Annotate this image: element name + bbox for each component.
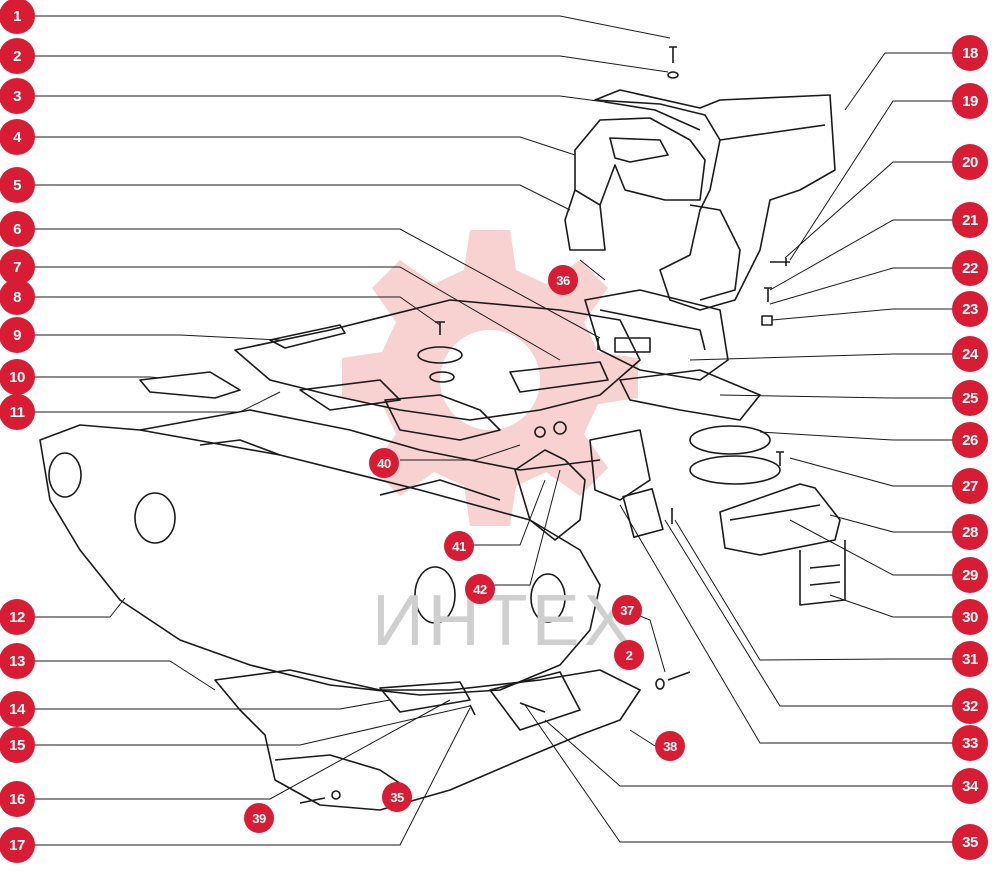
callout-25[interactable]: 25 <box>952 380 988 416</box>
callout-6[interactable]: 6 <box>0 211 35 247</box>
callout-21[interactable]: 21 <box>952 202 988 238</box>
callout-3[interactable]: 3 <box>0 78 35 114</box>
deck-plate-part <box>139 299 641 441</box>
callout-17[interactable]: 17 <box>0 827 35 863</box>
callout-14[interactable]: 14 <box>0 691 35 727</box>
bolts-part <box>299 46 790 804</box>
callout-41[interactable]: 41 <box>444 531 474 561</box>
callout-32[interactable]: 32 <box>952 688 988 724</box>
callout-39[interactable]: 39 <box>244 803 274 833</box>
callout-34[interactable]: 34 <box>952 768 988 804</box>
leader-lines <box>28 15 970 846</box>
callout-33[interactable]: 33 <box>952 725 988 761</box>
callout-23[interactable]: 23 <box>952 291 988 327</box>
callout-5[interactable]: 5 <box>0 167 35 203</box>
callout-40[interactable]: 40 <box>369 448 399 478</box>
watermark-text: ИНТЕХ <box>372 581 636 661</box>
watermark-gear-icon <box>342 230 638 526</box>
callout-35-right[interactable]: 35 <box>952 824 988 860</box>
cab-frame-part <box>564 89 836 311</box>
callout-36[interactable]: 36 <box>548 265 578 295</box>
callout-24[interactable]: 24 <box>952 336 988 372</box>
callout-38[interactable]: 38 <box>655 731 685 761</box>
callout-27[interactable]: 27 <box>952 468 988 504</box>
lower-frame-part <box>214 669 641 811</box>
callout-42[interactable]: 42 <box>465 574 495 604</box>
control-console-part <box>584 289 729 381</box>
callout-28[interactable]: 28 <box>952 514 988 550</box>
callout-26[interactable]: 26 <box>952 422 988 458</box>
callout-20[interactable]: 20 <box>952 144 988 180</box>
callout-4[interactable]: 4 <box>0 119 35 155</box>
callout-13[interactable]: 13 <box>0 643 35 679</box>
callout-30[interactable]: 30 <box>952 599 988 635</box>
callout-8[interactable]: 8 <box>0 279 35 315</box>
callout-29[interactable]: 29 <box>952 557 988 593</box>
callout-2-lower[interactable]: 2 <box>614 640 644 670</box>
callout-9[interactable]: 9 <box>0 317 35 353</box>
callout-15[interactable]: 15 <box>0 727 35 763</box>
main-side-frame-part <box>39 409 601 696</box>
callout-16[interactable]: 16 <box>0 781 35 817</box>
center-mechanism-part <box>514 421 664 541</box>
step-assembly-part <box>719 483 846 606</box>
callout-1[interactable]: 1 <box>0 0 35 34</box>
callout-35-lower[interactable]: 35 <box>382 782 412 812</box>
callout-18[interactable]: 18 <box>952 35 988 71</box>
callout-2[interactable]: 2 <box>0 38 35 74</box>
callout-31[interactable]: 31 <box>952 641 988 677</box>
callout-10[interactable]: 10 <box>0 359 35 395</box>
callout-11[interactable]: 11 <box>0 394 35 430</box>
callout-12[interactable]: 12 <box>0 599 35 635</box>
callout-37[interactable]: 37 <box>612 595 642 625</box>
right-bracket-part <box>619 369 781 485</box>
callout-19[interactable]: 19 <box>952 83 988 119</box>
callout-22[interactable]: 22 <box>952 250 988 286</box>
